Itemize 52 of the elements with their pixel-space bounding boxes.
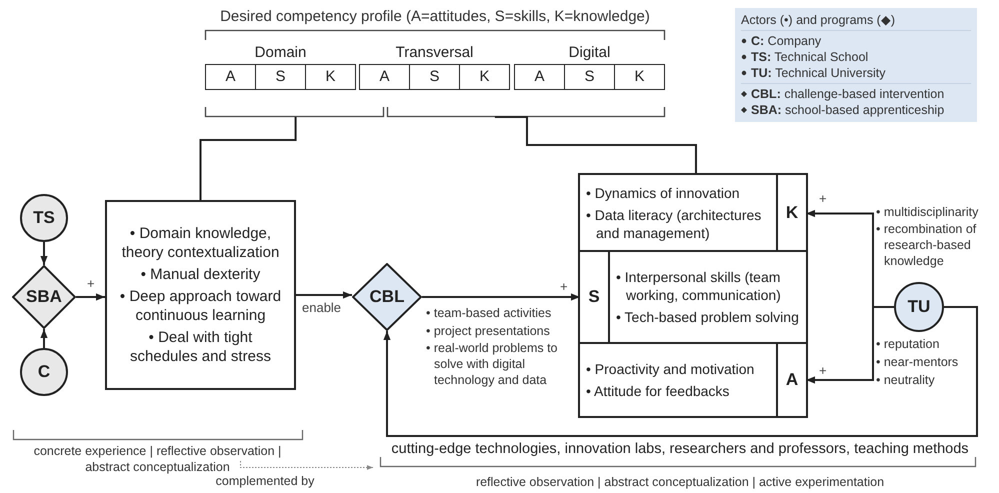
group-heading: Digital [568, 43, 612, 63]
arrow [40, 242, 48, 265]
arrow [422, 293, 580, 301]
program-diamond: SBA [12, 265, 76, 329]
arrow [383, 306, 978, 437]
table-cell: S [564, 64, 615, 90]
note-text: • project presentations [426, 323, 550, 339]
competency-item: • Dynamics of innovation [586, 184, 741, 202]
legend-title: Actors (•) and programs (◆) [741, 13, 895, 27]
arrow [76, 293, 105, 301]
competency-item: • Tech-based problem solving [616, 308, 800, 326]
table-cell: K [614, 64, 665, 90]
note-text: complemented by [216, 474, 314, 489]
program-diamond: CBL [352, 263, 422, 331]
note-text: reflective observation | abstract conceptualization | active experimentation [476, 474, 884, 490]
legend-text: SBA: school-based apprenticeship [751, 102, 944, 118]
category-cell: A [776, 344, 806, 416]
connector-line [526, 117, 697, 173]
competency-item: • Proactivity and motivation [586, 360, 756, 378]
note-text: • multidisciplinarity [876, 204, 978, 220]
note-text: • near-mentors [876, 354, 958, 370]
arrow [296, 291, 352, 299]
table-cell: A [205, 64, 256, 90]
legend-text: C: Company [751, 33, 822, 49]
category-cell: K [776, 175, 806, 250]
note-text: • real-world problems to solve with digital technology and data [426, 340, 559, 388]
competency-item: • Attitude for feedbacks [586, 382, 730, 400]
arrow [40, 329, 48, 348]
table-cell: A [514, 64, 565, 90]
connector-line [200, 117, 297, 200]
table-cell: A [359, 64, 410, 90]
note-text: • team-based activities [426, 305, 552, 321]
profile-title: Desired competency profile (A=attitudes, S=skills, K=knowledge) [220, 9, 650, 25]
group-heading: Transversal [394, 43, 474, 63]
competency-table [578, 173, 808, 418]
edge-label: cutting-edge technologies, innovation labs, researchers and professors, teaching methods [390, 441, 970, 457]
arrow [806, 306, 894, 384]
group-heading: Domain [254, 43, 308, 63]
table-cell: K [305, 64, 356, 90]
competency-item: • Data literacy (architectures and management) [586, 206, 762, 242]
competency-item: • Interpersonal skills (team working, communication) [616, 268, 782, 304]
note-text: • recombination of research-based knowledge [876, 221, 978, 269]
legend-text: CBL: challenge-based intervention [751, 86, 944, 102]
table-cell: S [409, 64, 460, 90]
category-cell: S [580, 252, 610, 342]
table-cell: K [459, 64, 510, 90]
competency-box: • Domain knowledge, theory contextualization • Manual dexterity • Deep approach toward continuous learning • Deal with tight schedules and stress [105, 200, 296, 390]
legend-text: TU: Technical University [751, 65, 886, 81]
table-cell: S [255, 64, 306, 90]
note-text: • reputation [876, 336, 940, 352]
note-text: • neutrality [876, 372, 935, 388]
legend-text: TS: Technical School [751, 49, 868, 65]
